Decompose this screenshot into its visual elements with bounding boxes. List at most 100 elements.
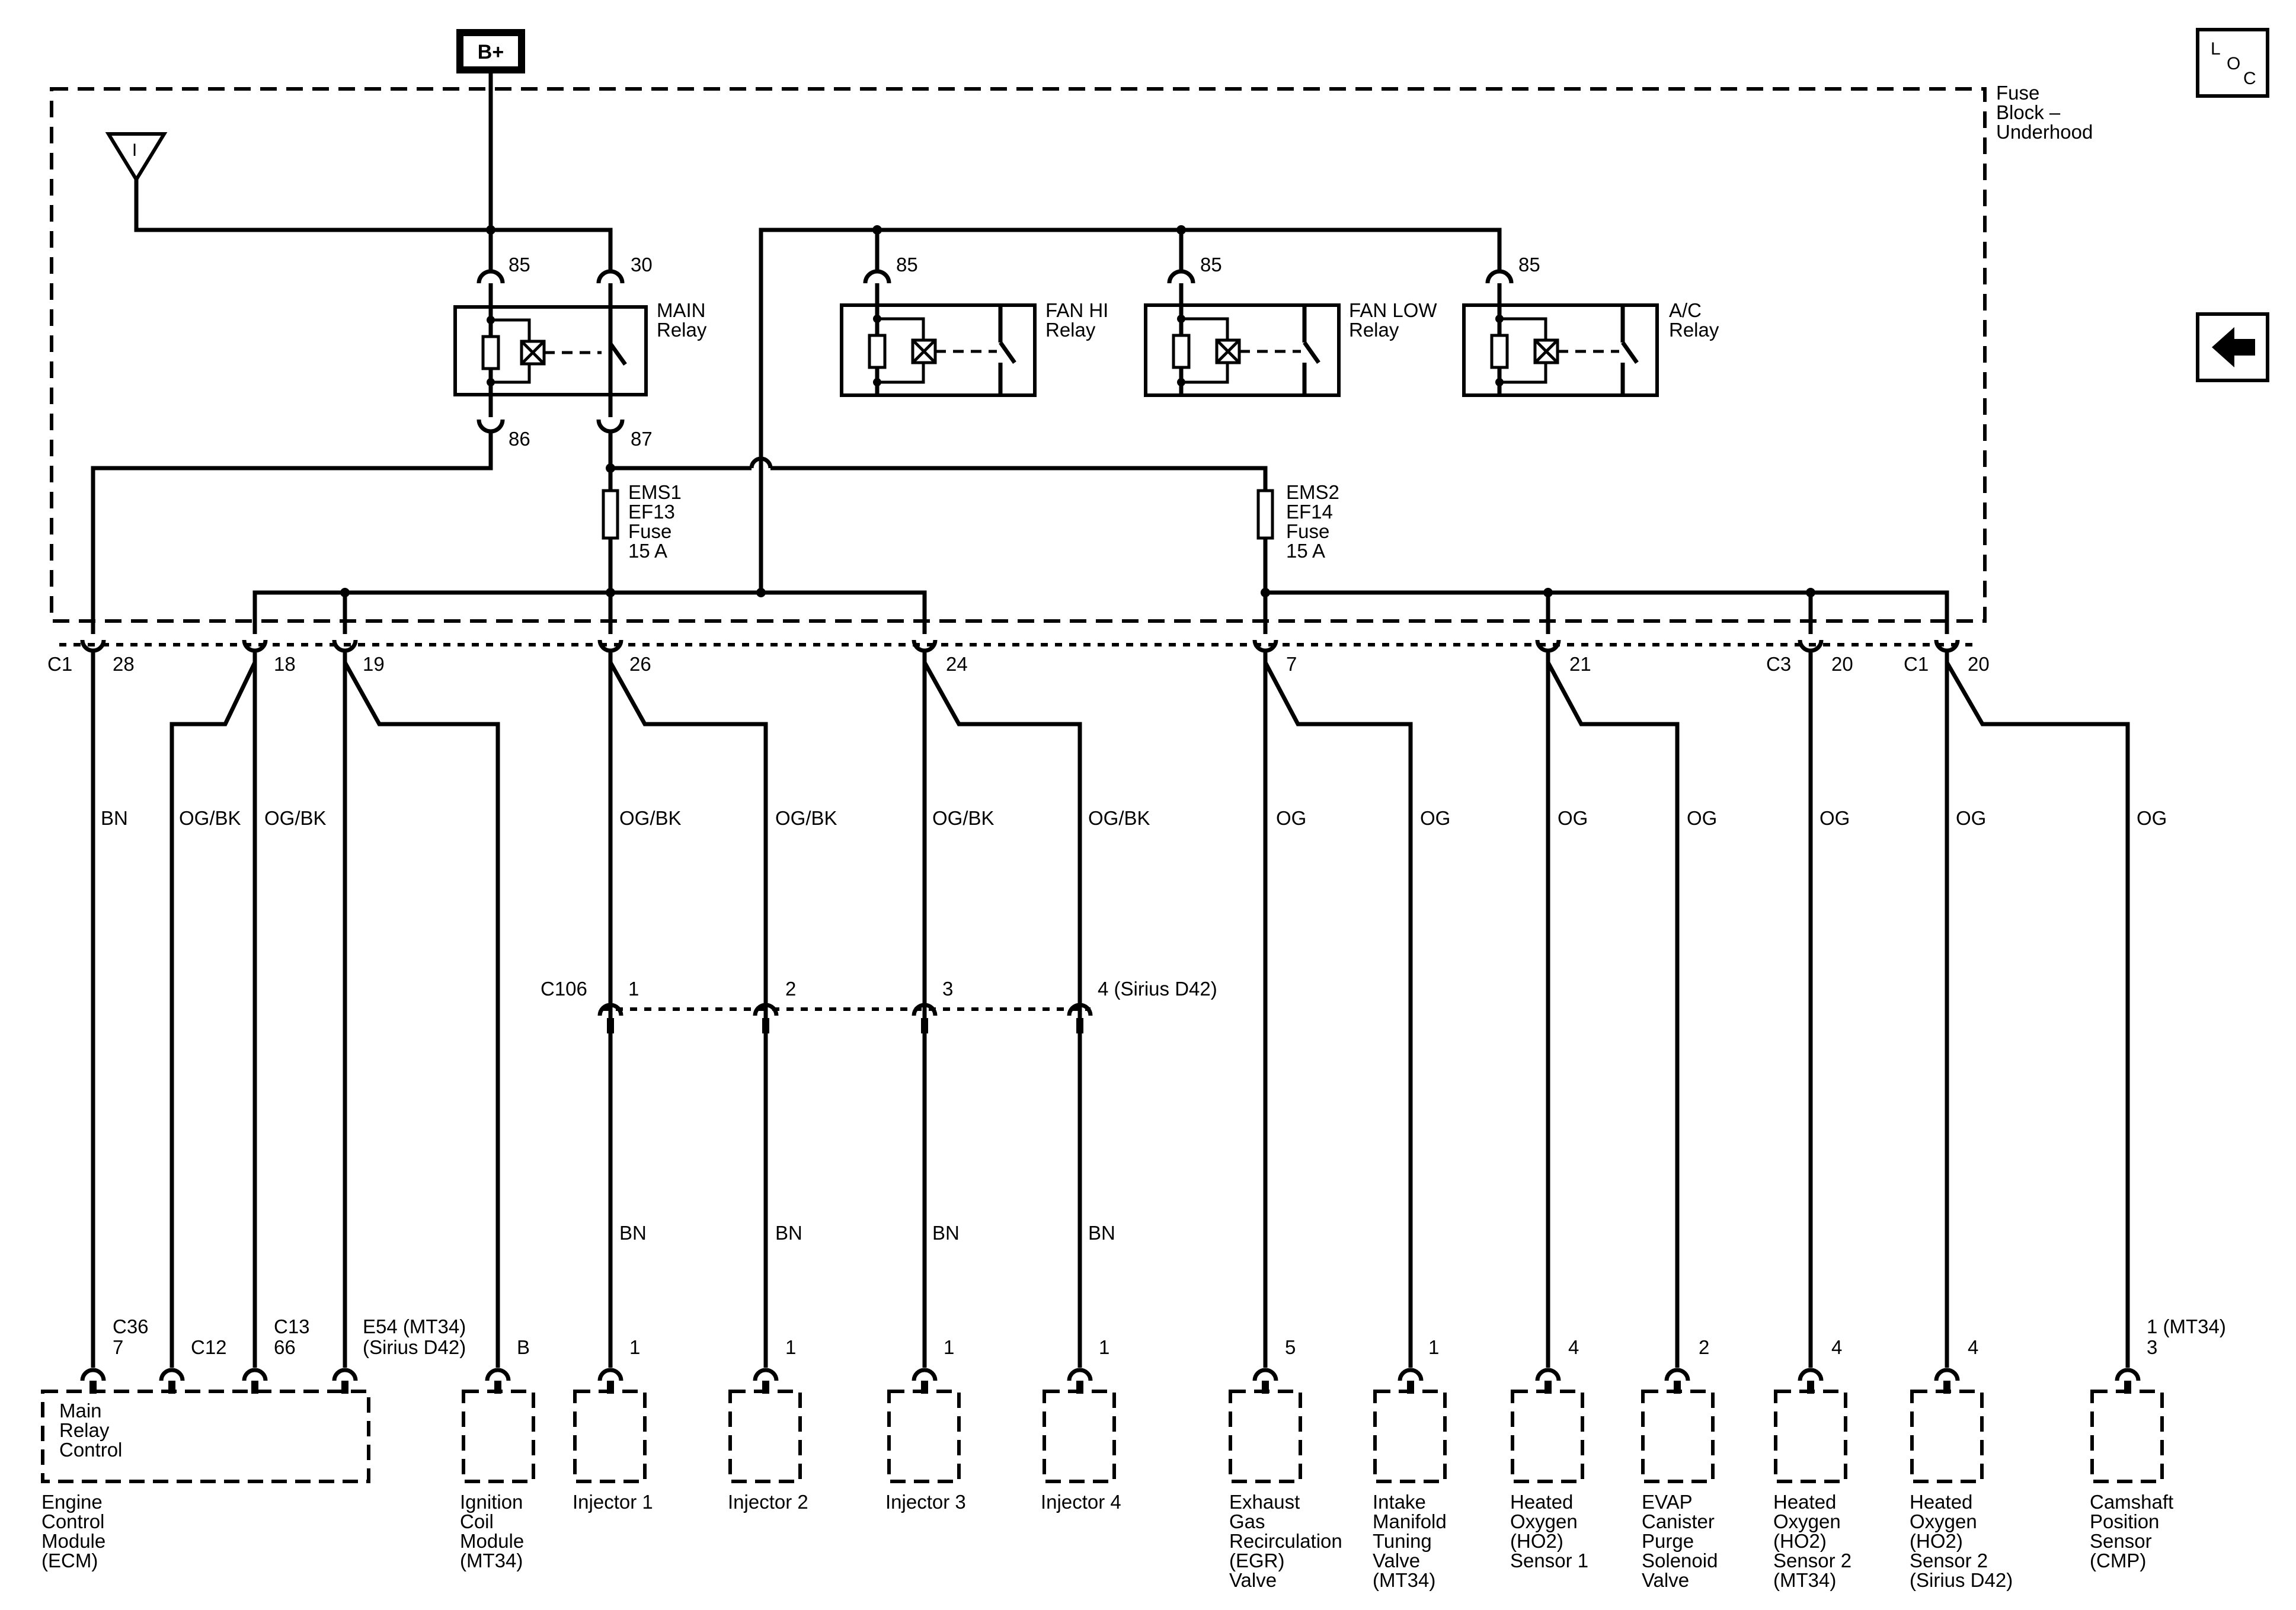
left-arrow-icon[interactable] <box>2196 312 2269 382</box>
svg-text:(MT34): (MT34) <box>460 1550 523 1571</box>
svg-text:Gas: Gas <box>1229 1510 1265 1532</box>
svg-text:1: 1 <box>944 1336 954 1358</box>
svg-text:C1: C1 <box>47 653 72 675</box>
svg-text:24: 24 <box>946 653 968 675</box>
svg-text:Canister: Canister <box>1642 1510 1715 1532</box>
egr-valve: 5 Exhaust Gas Recirculation (EGR) Valve <box>1229 1336 1342 1591</box>
svg-text:20: 20 <box>1831 653 1853 675</box>
svg-text:Coil: Coil <box>460 1510 494 1532</box>
svg-text:EF13: EF13 <box>628 501 675 523</box>
svg-text:Underhood: Underhood <box>1996 121 2093 143</box>
svg-text:1: 1 <box>628 978 639 1000</box>
svg-text:Control: Control <box>59 1439 122 1461</box>
terminal-24 <box>912 639 938 662</box>
ho2-sensor-2-mt34: 4 Heated Oxygen (HO2) Sensor 2 (MT34) <box>1773 1336 1851 1591</box>
svg-text:Solenoid: Solenoid <box>1642 1550 1718 1571</box>
svg-text:1: 1 <box>1428 1336 1439 1358</box>
svg-text:Module: Module <box>460 1530 524 1552</box>
svg-text:3: 3 <box>2147 1336 2157 1358</box>
svg-text:E54 (MT34): E54 (MT34) <box>363 1315 466 1337</box>
svg-text:66: 66 <box>274 1336 296 1358</box>
svg-text:Engine: Engine <box>41 1491 103 1513</box>
svg-text:Position: Position <box>2090 1510 2159 1532</box>
svg-text:OG/BK: OG/BK <box>179 807 241 829</box>
svg-text:BN: BN <box>775 1222 802 1244</box>
terminal-c1-28 <box>80 639 106 662</box>
svg-text:4: 4 <box>1968 1336 1978 1358</box>
svg-text:EVAP: EVAP <box>1642 1491 1693 1513</box>
fuse-block-outline <box>50 87 1987 623</box>
fan-low-relay: 85 FAN LOW Relay <box>1144 254 1437 397</box>
svg-text:Heated: Heated <box>1910 1491 1972 1513</box>
svg-text:Heated: Heated <box>1510 1491 1573 1513</box>
svg-text:OG: OG <box>2137 807 2167 829</box>
svg-text:(CMP): (CMP) <box>2090 1550 2146 1571</box>
svg-text:OG/BK: OG/BK <box>775 807 837 829</box>
svg-text:2: 2 <box>1699 1336 1709 1358</box>
svg-text:1: 1 <box>1099 1336 1109 1358</box>
ho2-sensor-1: 4 Heated Oxygen (HO2) Sensor 1 <box>1510 1336 1588 1571</box>
ground-symbol-icon: I <box>105 132 168 183</box>
location-icon[interactable]: L O C <box>2196 28 2269 98</box>
svg-text:Camshaft: Camshaft <box>2090 1491 2173 1513</box>
svg-text:21: 21 <box>1569 653 1591 675</box>
svg-text:4: 4 <box>1568 1336 1579 1358</box>
cmp-sensor: 1 (MT34) 3 Camshaft Position Sensor (CMP… <box>2090 1315 2226 1571</box>
svg-text:1: 1 <box>785 1336 796 1358</box>
svg-text:3: 3 <box>942 978 953 1000</box>
svg-text:Oxygen: Oxygen <box>1510 1510 1578 1532</box>
svg-text:Sensor 1: Sensor 1 <box>1510 1550 1588 1571</box>
ac-relay: 85 A/C Relay <box>1462 254 1719 397</box>
terminal-26 <box>597 639 623 662</box>
svg-text:Injector 1: Injector 1 <box>573 1491 653 1513</box>
svg-text:85: 85 <box>896 254 918 276</box>
svg-text:Block –: Block – <box>1996 101 2061 123</box>
fan-hi-relay: 85 FAN HI Relay <box>840 254 1108 397</box>
svg-text:C12: C12 <box>191 1336 227 1358</box>
svg-text:1: 1 <box>629 1336 640 1358</box>
loc-o: O <box>2227 54 2240 73</box>
ho2-sensor-2-sirius: 4 Heated Oxygen (HO2) Sensor 2 (Sirius D… <box>1910 1336 2013 1591</box>
terminal-19 <box>332 639 358 662</box>
svg-text:(ECM): (ECM) <box>41 1550 98 1571</box>
ignition-coil-module: B Ignition Coil Module (MT34) <box>460 1336 535 1571</box>
svg-text:B+: B+ <box>478 41 504 63</box>
svg-text:Sensor 2: Sensor 2 <box>1910 1550 1988 1571</box>
svg-text:Valve: Valve <box>1642 1569 1689 1591</box>
svg-text:30: 30 <box>631 254 653 276</box>
wire-color-labels: BN OG/BK OG/BK OG/BK OG/BK OG/BK OG/BK O… <box>101 807 2167 829</box>
fuse-block-label: Fuse Block – Underhood <box>1996 82 2093 143</box>
svg-text:OG: OG <box>1956 807 1986 829</box>
svg-text:OG: OG <box>1819 807 1850 829</box>
svg-text:Fuse: Fuse <box>628 520 671 542</box>
ems1-fuse: EMS1 EF13 Fuse 15 A <box>602 481 682 634</box>
svg-text:Sensor 2: Sensor 2 <box>1773 1550 1851 1571</box>
svg-text:Heated: Heated <box>1773 1491 1836 1513</box>
injector-4: 1 Injector 4 <box>1041 1336 1121 1513</box>
svg-text:86: 86 <box>509 428 530 450</box>
injector-1: 1 Injector 1 <box>573 1336 653 1513</box>
svg-text:2: 2 <box>785 978 796 1000</box>
wire-color-labels-lower: BN BN BN BN <box>619 1222 1115 1244</box>
svg-text:15 A: 15 A <box>628 540 667 562</box>
svg-text:Relay: Relay <box>1669 319 1719 341</box>
svg-text:(MT34): (MT34) <box>1773 1569 1836 1591</box>
c106-connector: C106 1 2 3 4 (Sirius D42) <box>541 978 1217 1033</box>
svg-text:1 (MT34): 1 (MT34) <box>2147 1315 2226 1337</box>
svg-text:26: 26 <box>629 653 651 675</box>
main-relay: 85 30 86 87 MAIN Relay <box>453 254 707 450</box>
svg-text:C1: C1 <box>1904 653 1929 675</box>
evap-purge-valve: 2 EVAP Canister Purge Solenoid Valve <box>1641 1336 1718 1591</box>
svg-text:5: 5 <box>1285 1336 1296 1358</box>
terminal-c1-20 <box>1934 639 1960 662</box>
terminal-21 <box>1535 639 1561 662</box>
svg-text:Oxygen: Oxygen <box>1910 1510 1977 1532</box>
svg-text:85: 85 <box>509 254 530 276</box>
svg-text:Injector 4: Injector 4 <box>1041 1491 1121 1513</box>
svg-text:Manifold: Manifold <box>1373 1510 1447 1532</box>
svg-text:Valve: Valve <box>1229 1569 1277 1591</box>
block-connector-labels: C1 28 18 19 26 24 7 21 C3 20 C1 20 <box>47 653 1990 675</box>
svg-text:Exhaust: Exhaust <box>1229 1491 1300 1513</box>
svg-text:Sensor: Sensor <box>2090 1530 2152 1552</box>
